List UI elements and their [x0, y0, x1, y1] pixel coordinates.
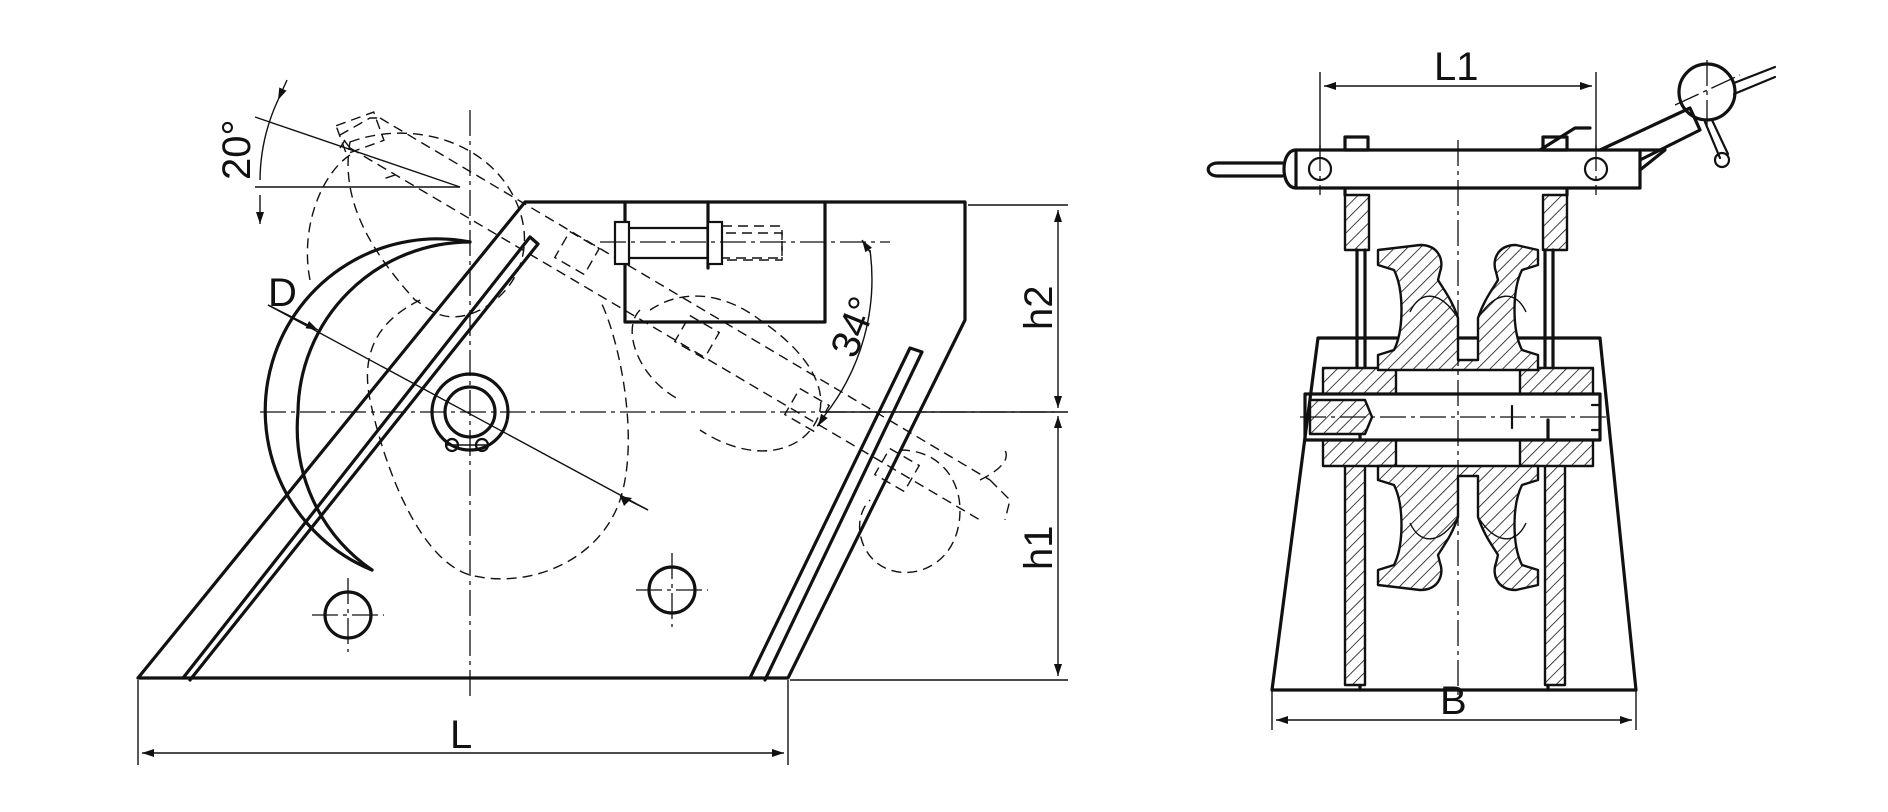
- mounting-holes: [312, 553, 708, 652]
- hub-rings: [1321, 366, 1595, 468]
- angle-20-dimension: 20°: [215, 79, 461, 224]
- drum-wheel: [263, 237, 510, 572]
- axle-shaft: [1300, 392, 1610, 442]
- angle-20-label: 20°: [215, 120, 259, 181]
- side-view: 20° D 34° h2 h1: [136, 79, 1068, 765]
- height-dimensions: h2 h1: [790, 204, 1068, 681]
- top-crossbar-lever: [1206, 60, 1777, 197]
- front-center-lines: [1319, 140, 1597, 695]
- phantom-lever-outline: [306, 111, 1011, 580]
- base-frame: [136, 200, 967, 682]
- side-center-lines: [260, 110, 1060, 700]
- length-1-label: L1: [1434, 45, 1479, 89]
- front-section-view: L1 B: [1206, 45, 1777, 730]
- diameter-label: D: [268, 271, 297, 315]
- angle-34-label: 34°: [823, 291, 886, 364]
- diameter-dimension: D: [267, 271, 649, 511]
- width-dimension: B: [1271, 679, 1637, 730]
- upper-roller: [1376, 243, 1540, 372]
- lower-roller: [1376, 464, 1540, 592]
- length-1-dimension: L1: [1319, 45, 1597, 150]
- h1-label: h1: [1017, 526, 1061, 571]
- length-dimension: L: [137, 680, 789, 765]
- width-label: B: [1440, 679, 1467, 723]
- lever-pin: [600, 220, 890, 266]
- h2-label: h2: [1017, 286, 1061, 331]
- side-plates: [1343, 193, 1569, 687]
- length-label: L: [450, 713, 472, 757]
